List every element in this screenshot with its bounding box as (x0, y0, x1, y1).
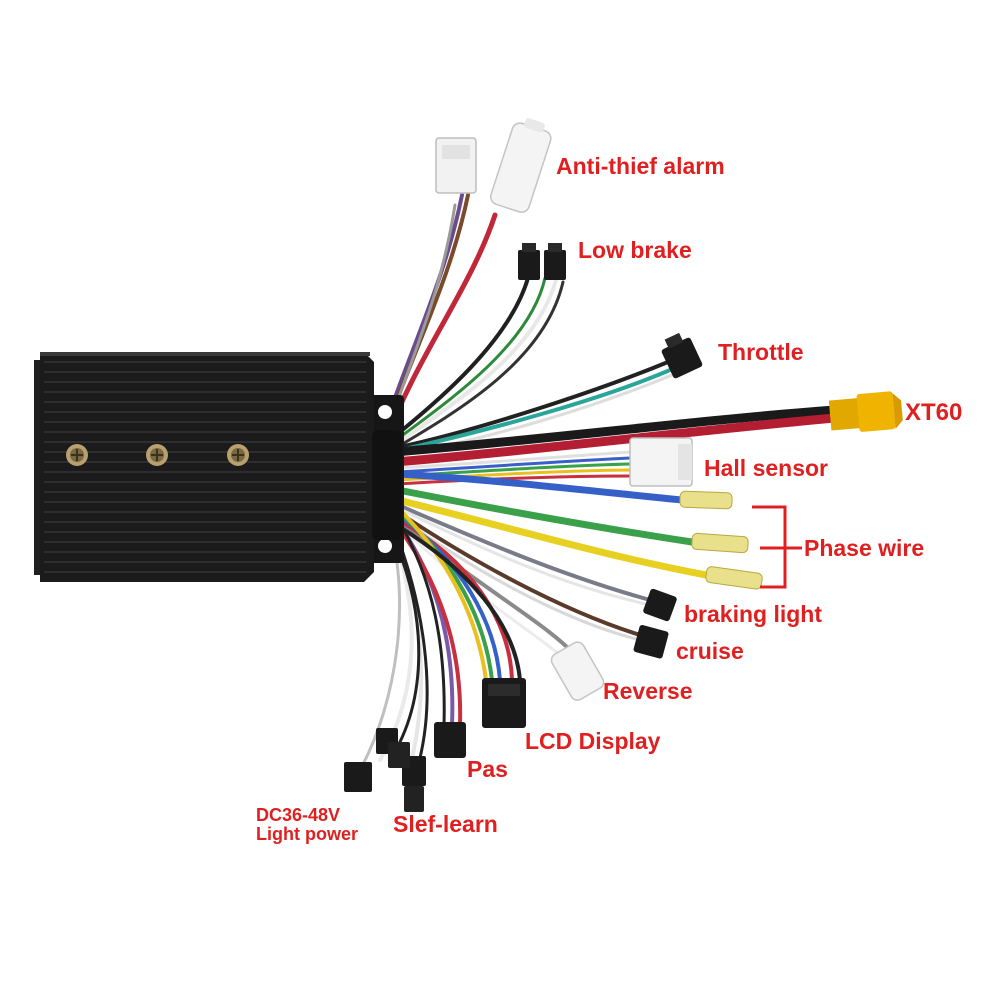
wire-brake-green (390, 276, 547, 445)
label-phase-wire: Phase wire (804, 535, 925, 561)
phase-wire-bracket (752, 505, 802, 589)
housing-top-edge (40, 352, 370, 356)
label-reverse: Reverse (603, 678, 693, 704)
phase-wire-terminals (679, 490, 763, 590)
mounting-flange-left (34, 360, 44, 575)
label-light-power: DC36-48V Light power (256, 806, 358, 844)
wire-lcd-yellow (396, 506, 488, 682)
label-cruise: cruise (676, 638, 744, 664)
label-hall-sensor: Hall sensor (704, 455, 828, 481)
wire-hall-blue (396, 456, 634, 474)
wire-phase-green (394, 486, 696, 546)
anti-thief-alarm-connector (435, 118, 552, 213)
braking-light-connector (643, 588, 677, 622)
pas-connector (434, 722, 466, 758)
cruise-connector (633, 625, 669, 659)
screw-icon (227, 444, 249, 466)
wire-brake-dark (392, 280, 565, 451)
connectors (344, 118, 903, 812)
flange-hole-bottom (378, 539, 392, 553)
wire-brake-black (388, 276, 530, 442)
wire-throttle-teal (394, 368, 672, 453)
screw-icon (66, 444, 88, 466)
heatsink-fins (44, 361, 366, 573)
housing-body (40, 352, 374, 582)
lcd-display-connector (482, 678, 526, 728)
wire-light-gray (396, 503, 652, 602)
controller-housing (34, 352, 404, 582)
cable-grommet (372, 430, 402, 540)
wire-brake-white (392, 278, 558, 448)
wire-hall-white (396, 450, 634, 470)
low-brake-connector (518, 243, 566, 280)
wire-xt60-black (390, 405, 840, 457)
label-lcd-display: LCD Display (525, 728, 661, 754)
wire-reverse-white (396, 522, 562, 657)
screw-icon (146, 444, 168, 466)
flange-hole-top (378, 405, 392, 419)
wire-phase-yellow (394, 496, 710, 579)
label-braking-light: braking light (684, 601, 822, 627)
throttle-connector (661, 332, 703, 379)
wire-lcd-black (396, 524, 522, 682)
label-throttle: Throttle (718, 339, 804, 365)
xt60-connector (828, 391, 903, 432)
wire-power-black (388, 532, 421, 762)
wire-xt60-red (390, 413, 840, 467)
label-pas: Pas (467, 756, 508, 782)
label-xt60: XT60 (905, 399, 963, 426)
label-light-power-voltage: DC36-48V (256, 805, 341, 825)
wire-hall-red (396, 474, 634, 486)
light-power-connector (344, 728, 410, 792)
label-light-power-text: Light power (256, 823, 358, 844)
wire-learn-black (392, 526, 429, 760)
label-anti-thief-alarm: Anti-thief alarm (556, 153, 725, 179)
wire-phase-blue (394, 470, 686, 504)
label-low-brake: Low brake (578, 237, 692, 263)
wire-cruise-brown (396, 510, 642, 637)
label-slef-learn: Slef-learn (393, 811, 498, 837)
wire-pas-black (394, 514, 446, 727)
hall-sensor-connector (629, 437, 693, 487)
reverse-connector (550, 641, 605, 701)
wire-throttle-black (393, 360, 670, 450)
wire-light-white (396, 506, 652, 607)
